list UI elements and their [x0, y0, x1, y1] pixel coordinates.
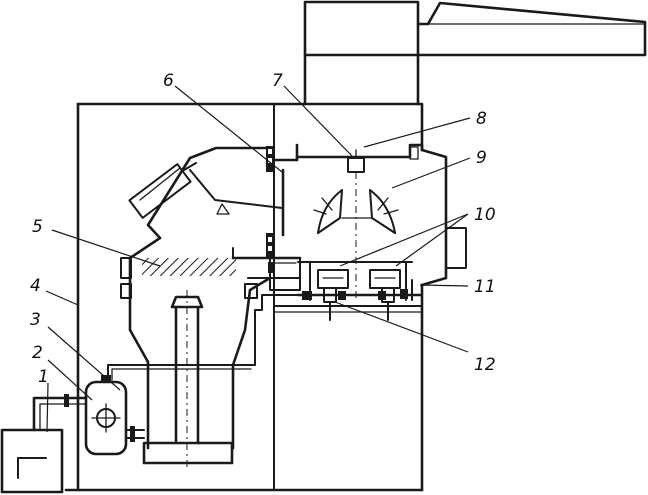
motor-unit [0, 428, 64, 494]
label-5: 5 [32, 217, 43, 237]
outer-cabinet [64, 102, 424, 492]
supply-pipe [107, 294, 303, 381]
side-chamber [295, 143, 467, 287]
label-2: 2 [32, 343, 43, 363]
label-4: 4 [30, 276, 41, 296]
duct-connector [268, 257, 301, 291]
exhaust-duct [303, 0, 647, 106]
part-labels: 1 2 3 4 5 6 7 8 9 10 11 12 [30, 71, 496, 387]
label-3: 3 [30, 310, 41, 330]
label-6: 6 [163, 71, 174, 91]
drive-line [32, 394, 88, 432]
label-7: 7 [272, 71, 283, 91]
manifold-and-shafts [296, 279, 422, 321]
label-8: 8 [476, 109, 487, 129]
grid-partition [120, 257, 258, 299]
nozzle [347, 149, 365, 300]
central-column [142, 290, 234, 470]
label-11: 11 [474, 277, 496, 297]
label-1: 1 [38, 367, 49, 387]
pump-vessel [84, 375, 145, 456]
label-9: 9 [476, 148, 487, 168]
spray-heads [313, 189, 399, 234]
leader-lines [45, 85, 471, 433]
label-12: 12 [474, 355, 496, 375]
damper-plate [128, 162, 285, 237]
label-10: 10 [474, 205, 496, 225]
